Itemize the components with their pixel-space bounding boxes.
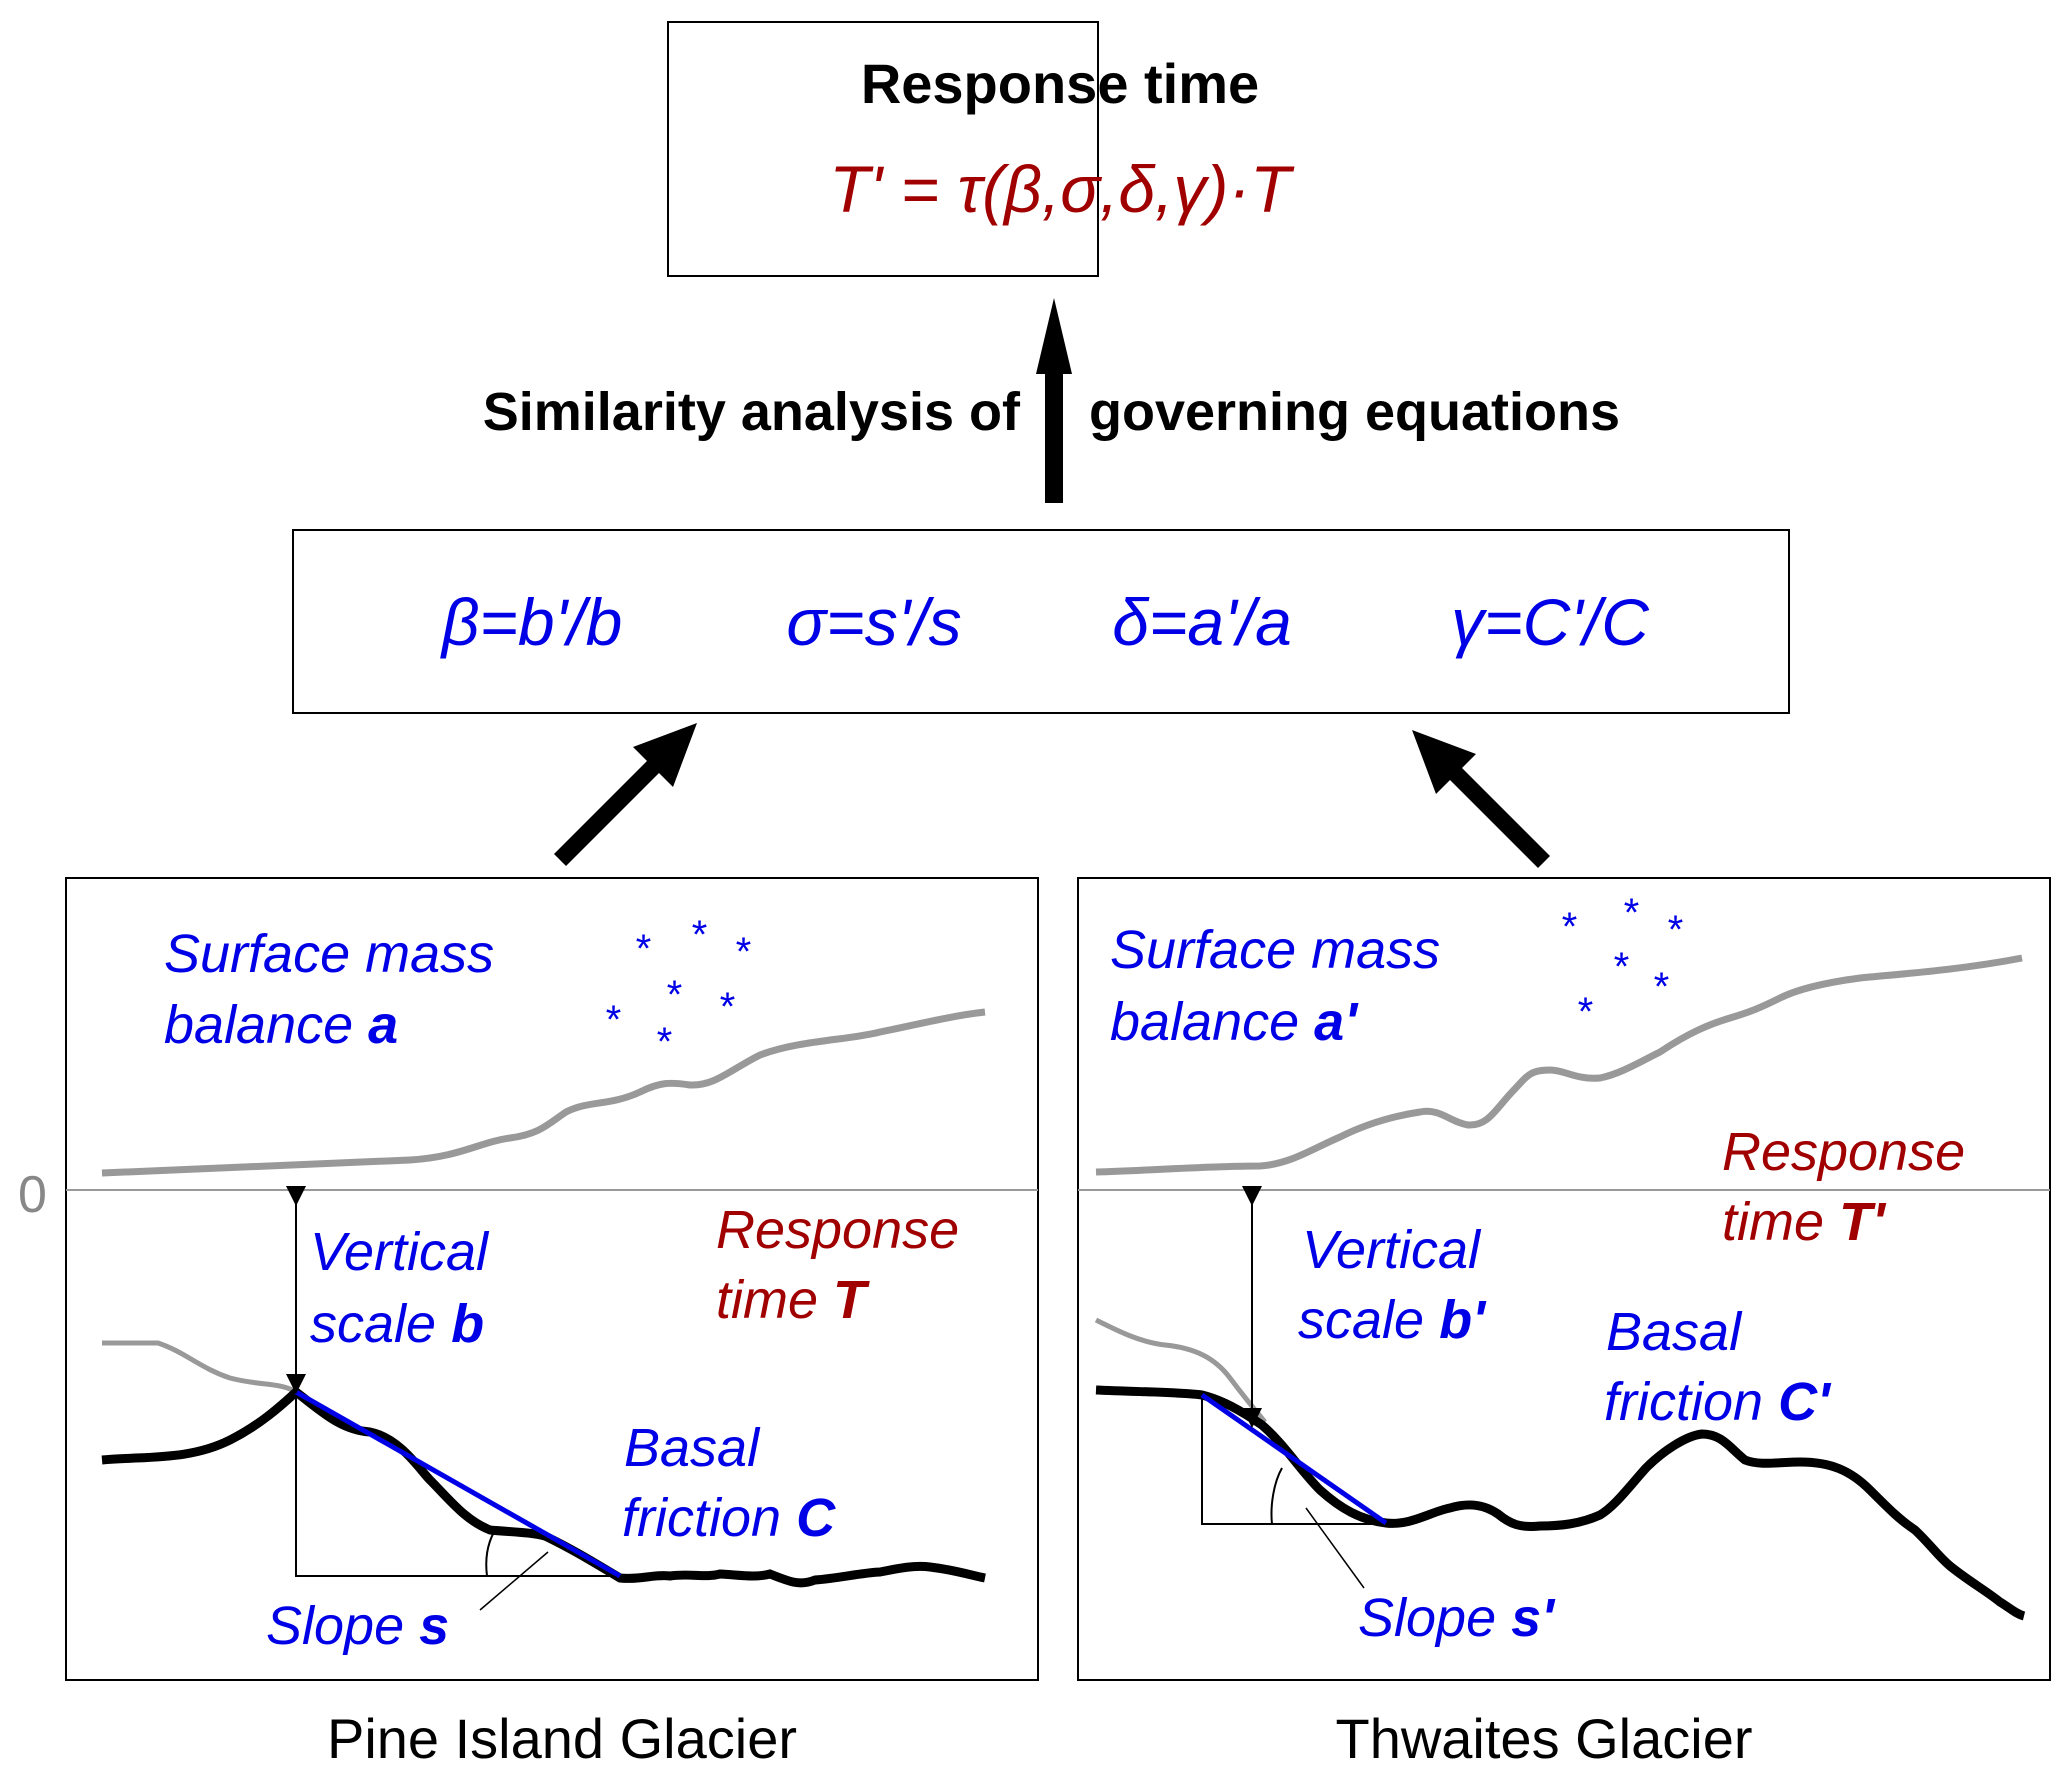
thwaites-slope-angle: [1270, 1467, 1283, 1525]
pine-vertical-label-1: Vertical: [310, 1222, 490, 1282]
snowflake-icon: *: [665, 973, 682, 1017]
snowflake-icon: *: [734, 930, 751, 974]
thwaites-slope-triangle: [1201, 1395, 1386, 1525]
snowflake-icon: *: [1666, 908, 1683, 952]
pine-vertical-label-2: scale b: [310, 1294, 484, 1354]
snowflake-icon: *: [718, 985, 735, 1029]
thwaites-basal-label-1: Basal: [1606, 1302, 1743, 1362]
response-time-box: [667, 21, 1099, 277]
zero-label: 0: [18, 1166, 47, 1224]
ratio-sigma: σ=s'/s: [786, 585, 961, 659]
thwaites-vertical-label-1: Vertical: [1302, 1220, 1482, 1280]
thwaites-panel-frame: [1077, 877, 2051, 1681]
snowflake-icon: *: [1560, 905, 1577, 949]
snowflake-icon: *: [1652, 965, 1669, 1009]
snowflake-icon: *: [1612, 945, 1629, 989]
thwaites-slope-label: Slope s': [1358, 1588, 1556, 1648]
pine-island-panel: * * * * * * * Surface mass balance a Res…: [65, 877, 1039, 1681]
thwaites-snowflakes: * * * * * *: [1560, 891, 1683, 1034]
thwaites-smb-curve: [1095, 954, 2023, 1176]
snowflake-icon: *: [634, 927, 651, 971]
snowflake-icon: *: [1622, 891, 1639, 935]
pine-smb-label-2: balance a: [164, 995, 398, 1055]
ratio-delta: δ=a'/a: [1112, 585, 1292, 659]
thwaites-response-label-2: time T': [1722, 1192, 1887, 1252]
snowflake-icon: *: [604, 998, 621, 1042]
left-diagonal-arrow-icon: [553, 723, 697, 867]
pine-caption: Pine Island Glacier: [327, 1707, 797, 1770]
ratio-gamma: γ=C'/C: [1451, 585, 1650, 659]
pine-basal-label-2: friction C: [622, 1488, 836, 1548]
snowflake-icon: *: [1576, 990, 1593, 1034]
pine-basal-label-1: Basal: [624, 1418, 761, 1478]
pine-panel-frame: [65, 877, 1039, 1681]
snowflake-icon: *: [690, 913, 707, 957]
pine-response-label-1: Response: [716, 1200, 959, 1260]
pine-slope-leader: [479, 1551, 549, 1611]
pine-snowflakes: * * * * * * *: [604, 913, 751, 1064]
pine-response-label-2: time T: [716, 1270, 870, 1330]
thwaites-smb-label-2: balance a': [1110, 992, 1359, 1052]
thwaites-smb-label-1: Surface mass: [1110, 920, 1440, 980]
thwaites-basal-label-2: friction C': [1604, 1372, 1832, 1432]
thwaites-slope-line: [1200, 1392, 1388, 1526]
up-arrow-icon: [1036, 298, 1072, 503]
thwaites-caption: Thwaites Glacier: [1335, 1707, 1752, 1770]
ratios-box: [292, 529, 1790, 714]
pine-ice-surface: [102, 1340, 298, 1395]
pine-slope-line: [294, 1389, 622, 1579]
pine-slope-angle: [485, 1531, 495, 1577]
pine-slope-triangle: [295, 1392, 620, 1577]
thwaites-panel: * * * * * * Surface mass balance a' Resp…: [1077, 877, 2051, 1681]
pine-smb-label-1: Surface mass: [164, 924, 494, 984]
response-time-title: Response time: [861, 52, 1259, 115]
pine-smb-curve: [101, 1008, 986, 1177]
ratio-beta: β=b'/b: [440, 585, 623, 659]
response-time-formula: T' = τ(β,σ,δ,γ)·T: [829, 152, 1295, 226]
right-diagonal-arrow-icon: [1412, 730, 1551, 869]
snowflake-icon: *: [655, 1020, 672, 1064]
thwaites-vertical-label-2: scale b': [1298, 1290, 1487, 1350]
thwaites-response-label-1: Response: [1722, 1122, 1965, 1182]
thwaites-slope-leader: [1305, 1507, 1365, 1589]
arrow-label-left: Similarity analysis of: [483, 382, 1021, 442]
pine-slope-label: Slope s: [266, 1596, 449, 1656]
arrow-label-right: governing equations: [1089, 382, 1620, 442]
